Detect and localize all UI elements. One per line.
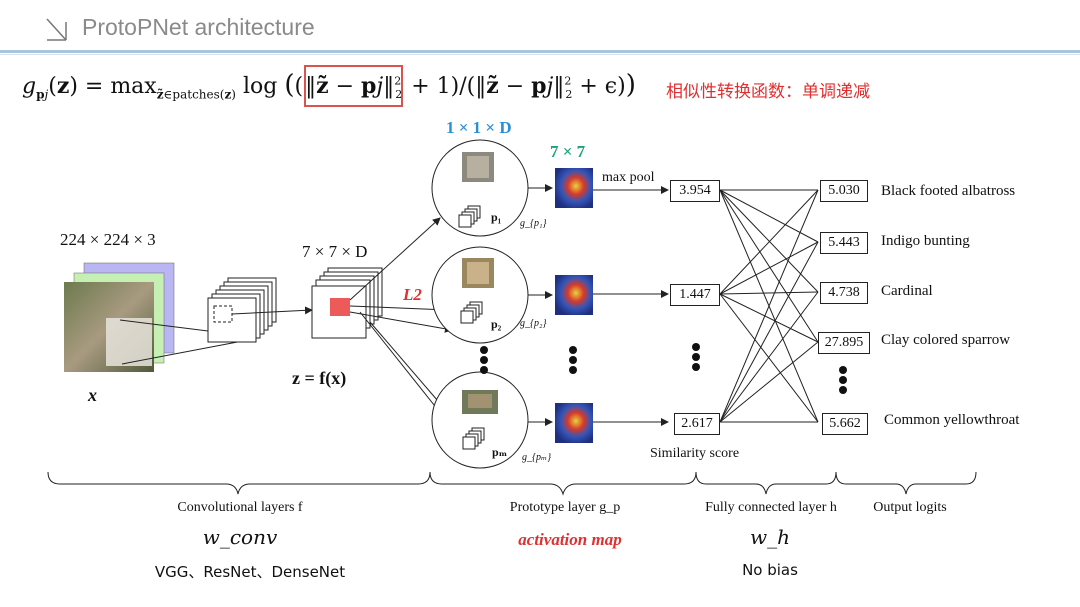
prototype-circle-1 <box>431 139 529 237</box>
prototype-pm-label: pₘ <box>492 445 508 459</box>
prototype-circle-2 <box>431 246 529 344</box>
similarity-score-box: 1.447 <box>670 284 720 306</box>
distance-l2-label: L2 <box>403 285 422 304</box>
class-label: Common yellowthroat <box>884 412 1020 428</box>
logit-box: 27.895 <box>818 332 870 354</box>
distance-highlight-box <box>304 65 403 107</box>
formula-note: 相似性转换函数：单调递减 <box>666 82 870 102</box>
similarity-formula: gpj(z) = maxz̃∈patches(z) log ((‖z̃ − pj… <box>22 70 636 102</box>
logit-box: 5.443 <box>820 232 868 254</box>
prototype-gm-label: g_{pₘ} <box>522 452 552 463</box>
fc-connections <box>719 189 819 423</box>
section-proto-title: Prototype layer g_p <box>509 500 621 515</box>
prototype-g2-label: g_{p₂} <box>520 318 547 329</box>
conv-layer-stack <box>207 277 313 343</box>
ellipsis-dots <box>480 343 847 394</box>
feature-equation: z = f(x) <box>292 368 347 388</box>
section-out-title: Output logits <box>873 500 947 515</box>
feature-dim-label: 7 × 7 × D <box>302 242 368 261</box>
title-divider-thin <box>0 54 1080 55</box>
title-divider <box>0 50 1080 53</box>
feature-map-stack <box>311 217 453 426</box>
activation-maps <box>555 168 593 443</box>
prototype-dim-label: 1 × 1 × D <box>446 118 512 137</box>
section-fc-title: Fully connected layer h <box>705 500 837 515</box>
corner-arrow-icon <box>46 18 67 41</box>
slide-title: ProtoPNet architecture <box>82 14 315 40</box>
similarity-score-label: Similarity score <box>650 446 740 461</box>
prototype-g1-label: g_{p₁} <box>520 218 547 229</box>
input-var-label: x <box>88 385 97 405</box>
input-image-stack <box>64 262 249 372</box>
max-pool-label: max pool <box>602 170 655 185</box>
section-fc-weight: w_h <box>750 525 790 549</box>
class-label: Black footed albatross <box>881 183 1016 199</box>
section-braces <box>47 471 977 496</box>
activation-dim-label: 7 × 7 <box>550 142 586 161</box>
section-conv-backbones: VGG、ResNet、DenseNet <box>154 563 346 581</box>
section-proto-sub: activation map <box>518 530 622 549</box>
input-dim-label: 224 × 224 × 3 <box>60 230 156 249</box>
logit-box: 5.662 <box>822 413 868 435</box>
class-label: Cardinal <box>881 283 933 299</box>
logit-box: 4.738 <box>820 282 868 304</box>
logit-box: 5.030 <box>820 180 868 202</box>
prototype-p2-label: p₂ <box>491 317 502 331</box>
prototype-p1-label: p₁ <box>491 210 502 224</box>
similarity-score-box: 2.617 <box>674 413 720 435</box>
similarity-score-box: 3.954 <box>670 180 720 202</box>
class-label: Clay colored sparrow <box>881 332 1011 348</box>
prototype-circle-m <box>431 371 529 469</box>
section-conv-title: Convolutional layers f <box>177 500 303 515</box>
class-label: Indigo bunting <box>881 233 970 249</box>
section-conv-weight: w_conv <box>202 525 278 549</box>
section-fc-note: No bias <box>742 561 798 579</box>
